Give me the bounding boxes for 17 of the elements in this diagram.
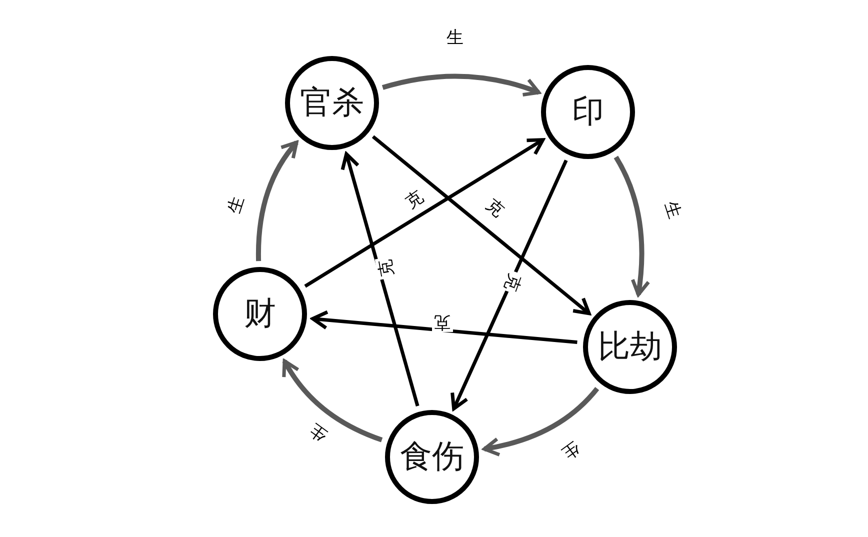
circle-node: 印 (541, 65, 635, 159)
edge-label: 克 (374, 256, 398, 280)
arrow (256, 140, 298, 262)
edge-label: 克 (432, 312, 452, 332)
arrow (304, 138, 545, 288)
arrow (482, 386, 600, 456)
arrow (311, 310, 578, 344)
arrow (382, 74, 540, 97)
arrow (340, 152, 420, 406)
circle-node: 食伤 (385, 410, 479, 504)
arrow (372, 135, 591, 316)
arrow (450, 160, 568, 410)
circle-node: 官杀 (285, 56, 379, 150)
arrow (614, 156, 650, 296)
arrow (282, 359, 383, 442)
circle-node: 比劫 (583, 300, 677, 394)
circle-node: 财 (213, 267, 307, 361)
